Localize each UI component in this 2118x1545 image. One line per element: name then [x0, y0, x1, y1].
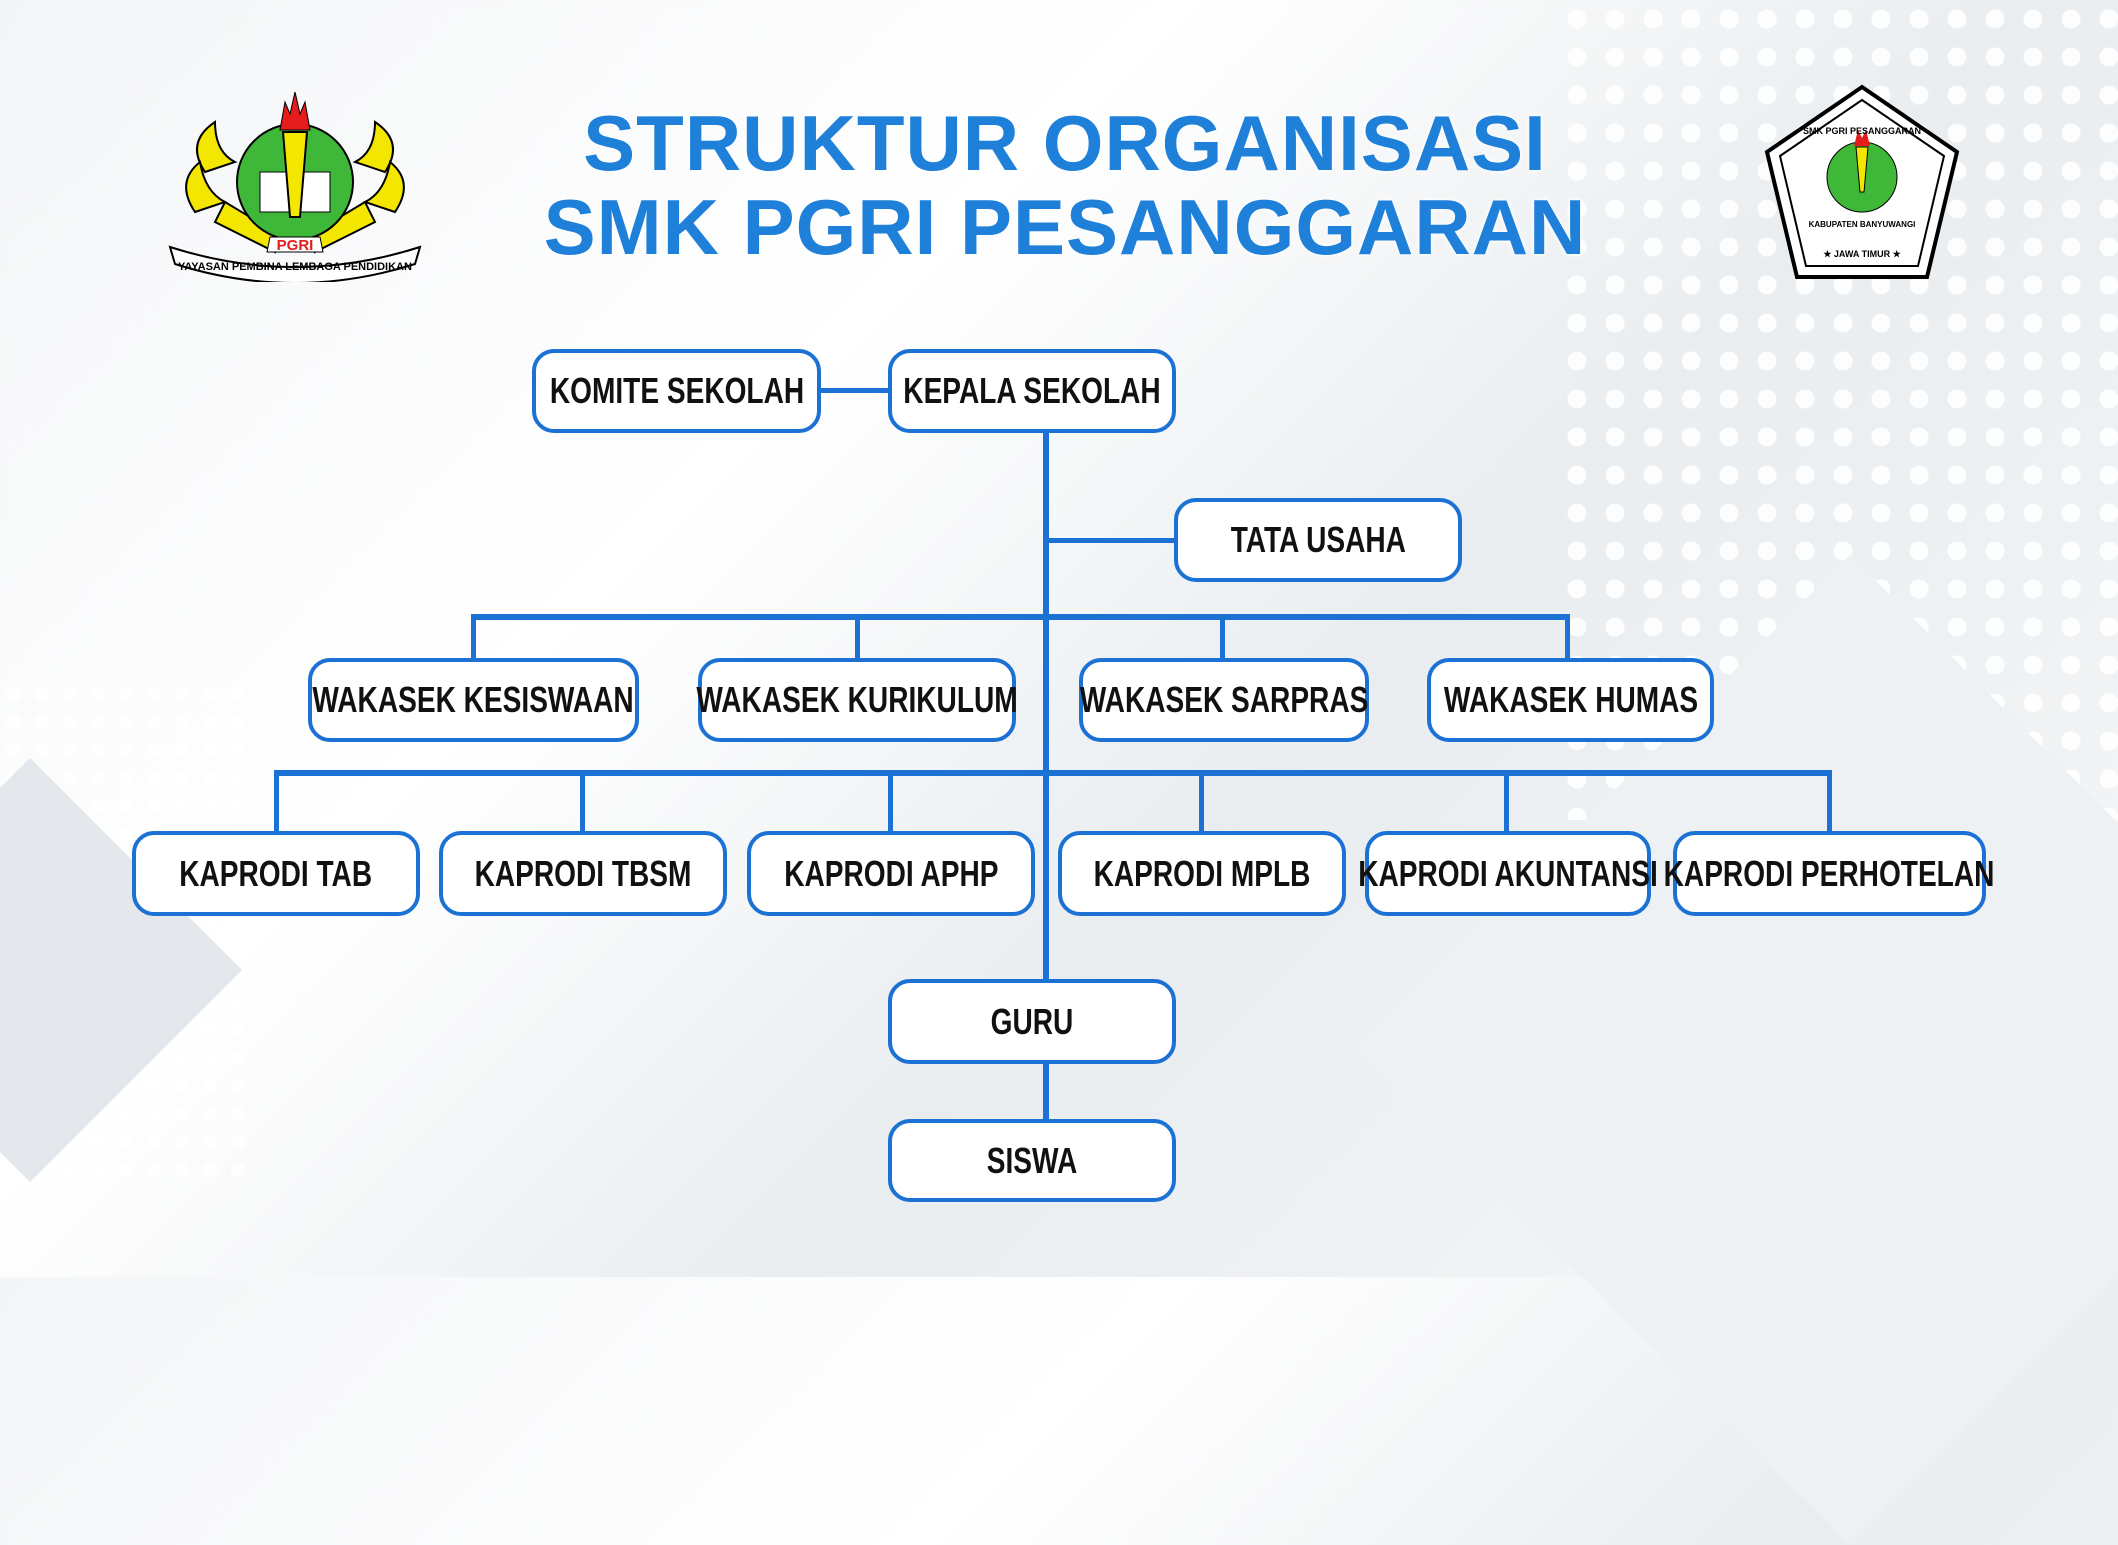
connector-tata-usaha	[1046, 538, 1174, 543]
node-komite-sekolah: KOMITE SEKOLAH	[532, 349, 821, 433]
node-guru: GURU	[888, 979, 1176, 1064]
connector-drop	[1565, 617, 1570, 659]
svg-text:SMK PGRI PESANGGARAN: SMK PGRI PESANGGARAN	[1803, 126, 1921, 136]
node-tata-usaha: TATA USAHA	[1174, 498, 1462, 582]
connector-drop	[888, 773, 893, 832]
node-label: WAKASEK HUMAS	[1443, 679, 1698, 720]
node-label: KAPRODI AKUNTANSI	[1358, 852, 1658, 894]
connector-drop	[1199, 773, 1204, 832]
node-kaprodi-tab: KAPRODI TAB	[132, 831, 420, 916]
node-wakasek-kesiswaan: WAKASEK KESISWAAN	[308, 658, 639, 742]
connector-drop	[471, 617, 476, 659]
node-label: KOMITE SEKOLAH	[549, 370, 804, 411]
connector-drop	[1504, 773, 1509, 832]
connector-kaprodi-bar	[274, 770, 1832, 776]
node-label: KEPALA SEKOLAH	[903, 370, 1161, 411]
node-label: KAPRODI TAB	[179, 852, 373, 894]
title-line-2: SMK PGRI PESANGGARAN	[543, 183, 1587, 271]
node-kepala-sekolah: KEPALA SEKOLAH	[888, 349, 1176, 433]
connector-guru-siswa	[1043, 1063, 1049, 1120]
node-label: WAKASEK SARPRAS	[1079, 679, 1369, 720]
node-siswa: SISWA	[888, 1119, 1176, 1202]
svg-text:PGRI: PGRI	[277, 237, 314, 254]
node-label: WAKASEK KESISWAAN	[312, 679, 635, 720]
connector-drop	[855, 617, 860, 659]
svg-text:★ JAWA TIMUR ★: ★ JAWA TIMUR ★	[1823, 249, 1901, 259]
node-label: KAPRODI MPLB	[1093, 852, 1311, 894]
connector-drop	[580, 773, 585, 832]
title-line-1: STRUKTUR ORGANISASI	[583, 99, 1547, 187]
connector-wakasek-bar	[471, 614, 1570, 620]
node-wakasek-humas: WAKASEK HUMAS	[1427, 658, 1714, 742]
connector-drop	[1827, 773, 1832, 832]
node-label: WAKASEK KURIKULUM	[696, 679, 1018, 720]
node-kaprodi-tbsm: KAPRODI TBSM	[439, 831, 727, 916]
school-logo: KABUPATEN BANYUWANGI ★ JAWA TIMUR ★ SMK …	[1764, 84, 1960, 279]
connector-komite-kepala	[821, 388, 888, 393]
connector-trunk	[1043, 432, 1049, 980]
connector-drop	[1220, 617, 1225, 659]
node-wakasek-sarpras: WAKASEK SARPRAS	[1079, 658, 1369, 742]
svg-text:YAYASAN PEMBINA LEMBAGA PENDID: YAYASAN PEMBINA LEMBAGA PENDIDIKAN	[178, 261, 412, 273]
node-label: SISWA	[986, 1139, 1078, 1181]
node-label: KAPRODI TBSM	[474, 852, 692, 894]
node-kaprodi-aphp: KAPRODI APHP	[747, 831, 1035, 916]
node-label: KAPRODI PERHOTELAN	[1664, 852, 1995, 894]
node-wakasek-kurikulum: WAKASEK KURIKULUM	[696, 658, 1018, 742]
node-label: KAPRODI APHP	[783, 852, 999, 894]
pgri-logo: PGRI YAYASAN PEMBINA LEMBAGA PENDIDIKAN	[168, 91, 422, 282]
node-label: GURU	[990, 1000, 1074, 1042]
svg-text:KABUPATEN BANYUWANGI: KABUPATEN BANYUWANGI	[1809, 220, 1916, 229]
node-kaprodi-akuntansi: KAPRODI AKUNTANSI	[1358, 831, 1658, 916]
node-label: TATA USAHA	[1230, 519, 1406, 560]
node-kaprodi-mplb: KAPRODI MPLB	[1058, 831, 1346, 916]
node-kaprodi-perhotelan: KAPRODI PERHOTELAN	[1664, 831, 1995, 916]
connector-drop	[274, 773, 279, 832]
